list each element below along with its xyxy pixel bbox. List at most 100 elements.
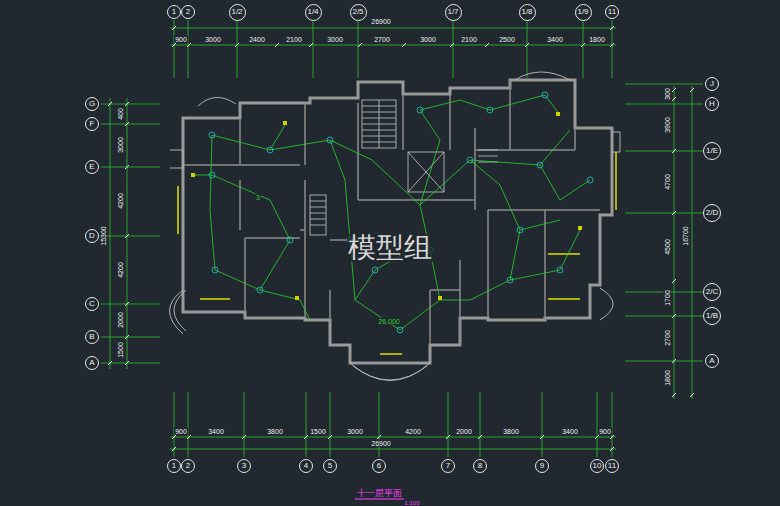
axis-bubble: 10	[590, 459, 604, 473]
axis-label: 3	[242, 462, 246, 470]
walls	[183, 80, 612, 363]
axis-bubble: 2/D	[703, 204, 721, 222]
axis-label: G	[89, 100, 95, 108]
dimension-text: 3000	[419, 36, 437, 43]
dimension-text: 3400	[561, 428, 579, 435]
wiring	[195, 95, 590, 330]
dimension-text: 4200	[117, 192, 124, 210]
axis-bubble: 6	[372, 459, 386, 473]
axis-bubble: 1/2	[229, 4, 246, 21]
dimension-text: 4500	[664, 238, 671, 256]
partitions	[183, 80, 600, 345]
axis-bubble: 1/E	[703, 142, 721, 160]
lamps	[209, 92, 593, 333]
axis-bubble: J	[705, 77, 719, 91]
windows	[178, 152, 616, 354]
dimension-text: 2700	[664, 329, 671, 347]
dimension-text: 3000	[346, 428, 364, 435]
dimension-text: 3800	[266, 428, 284, 435]
axis-label: 1/8	[521, 8, 532, 16]
dimension-text: 3800	[502, 428, 520, 435]
axis-bubble: E	[85, 160, 99, 174]
axis-label: 1	[172, 8, 176, 16]
axis-label: 2	[186, 8, 190, 16]
axis-label: 9	[540, 462, 544, 470]
axis-label: 7	[446, 462, 450, 470]
axis-bubble: 7	[441, 459, 455, 473]
axis-label: F	[90, 120, 95, 128]
axis-bubble: 1/9	[575, 4, 592, 21]
axis-leaders	[101, 20, 703, 457]
elevation-mark: 26.000	[377, 318, 400, 325]
dimension-text: 1800	[664, 369, 671, 387]
axis-bubble: 1/7	[445, 4, 462, 21]
bay-windows	[170, 72, 621, 381]
axis-bubble: H	[705, 97, 719, 111]
axis-label: 1/7	[447, 8, 458, 16]
axis-label: E	[89, 163, 94, 171]
axis-label: J	[710, 80, 714, 88]
dimension-text: 26900	[370, 18, 391, 25]
axis-label: 6	[377, 462, 381, 470]
axis-bubble: D	[85, 229, 99, 243]
axis-bubble: G	[85, 97, 99, 111]
dimension-text: 1800	[588, 36, 606, 43]
dimension-text: 3000	[326, 36, 344, 43]
axis-bubble: 3	[237, 459, 251, 473]
dimension-text: 300	[664, 87, 671, 101]
dimension-text: 900	[598, 428, 612, 435]
dimension-text: 900	[174, 36, 188, 43]
axis-label: 2/5	[352, 8, 363, 16]
axis-bubble: C	[85, 297, 99, 311]
axis-bubble: A	[705, 354, 719, 368]
axis-label: 11	[608, 8, 616, 16]
axis-label: 11	[608, 462, 616, 470]
axis-bubble: 1/B	[703, 307, 721, 325]
circuit-number: 3	[255, 194, 261, 201]
dimension-text: 26900	[370, 440, 391, 447]
axis-bubble: 11	[605, 5, 619, 19]
dimension-text: 400	[117, 107, 124, 121]
dimension-text: 3400	[207, 428, 225, 435]
dimension-text: 1500	[117, 341, 124, 359]
axis-label: B	[89, 333, 94, 341]
dimension-text: 900	[174, 428, 188, 435]
title-underline	[355, 499, 404, 500]
axis-label: 1/9	[577, 8, 588, 16]
axis-label: H	[709, 100, 715, 108]
axis-label: 4	[304, 462, 308, 470]
axis-bubble: 2	[181, 459, 195, 473]
axis-label: A	[89, 359, 94, 367]
axis-bubble: 9	[535, 459, 549, 473]
axis-label: 2/D	[706, 209, 718, 217]
axis-label: 1/4	[307, 8, 318, 16]
dimension-text: 4200	[404, 428, 422, 435]
axis-label: 1	[172, 462, 176, 470]
axis-bubble: 2	[181, 5, 195, 19]
dimension-text: 2000	[455, 428, 473, 435]
axis-label: 2/C	[706, 288, 718, 296]
axis-label: A	[709, 357, 714, 365]
axis-label: 1/B	[706, 312, 718, 320]
dimension-text: 1700	[664, 289, 671, 307]
dimension-ticks	[108, 26, 694, 451]
axis-bubble: 2/C	[703, 283, 721, 301]
dimension-text: 15300	[100, 225, 107, 246]
axis-bubble: 1/4	[305, 4, 322, 21]
dimension-text: 4200	[117, 261, 124, 279]
axis-bubble: 11	[605, 459, 619, 473]
axis-bubble: A	[85, 356, 99, 370]
drawing-title: 十一层平面	[356, 489, 403, 498]
axis-label: D	[89, 232, 95, 240]
dimension-text: 3000	[117, 136, 124, 154]
dimension-text: 4700	[664, 173, 671, 191]
axis-bubble: 5	[323, 459, 337, 473]
axis-bubble: B	[85, 330, 99, 344]
axis-bubble: 1	[167, 459, 181, 473]
axis-bubble: 2/5	[350, 4, 367, 21]
dimension-text: 2500	[498, 36, 516, 43]
dimension-text: 3000	[204, 36, 222, 43]
dimension-text: 2700	[373, 36, 391, 43]
dimension-text: 1500	[309, 428, 327, 435]
axis-label: 1/E	[706, 147, 718, 155]
